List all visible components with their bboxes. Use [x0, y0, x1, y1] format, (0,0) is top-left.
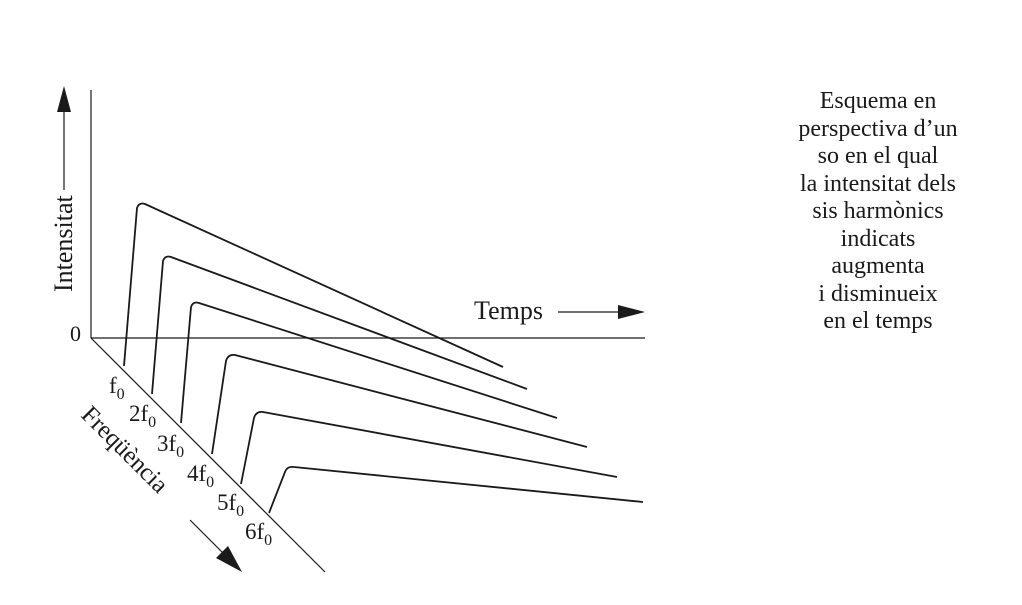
intensity-arrowhead [57, 86, 71, 112]
harmonic-curves [123, 202, 644, 514]
caption-line: perspectiva d’un [798, 115, 958, 142]
caption-line: indicats [840, 225, 916, 252]
harmonic-label: 5f0 [217, 490, 244, 520]
caption-line: en el temps [823, 308, 933, 334]
frequency-arrow-shaft [189, 519, 227, 557]
harmonic-label: 6f0 [245, 519, 272, 549]
harmonic-curve-3f0 [180, 301, 558, 424]
diagram-caption: Esquema en perspectiva d’un so en el qua… [760, 88, 996, 336]
intensity-label: Intensitat [49, 194, 78, 292]
harmonics-diagram: Intensitat 0 Temps Freqüència f0 2f0 3f0… [49, 86, 645, 573]
harmonic-curve-4f0 [211, 353, 588, 455]
caption-line: augmenta [831, 253, 925, 279]
origin-label: 0 [70, 321, 81, 346]
harmonic-label: 3f0 [157, 431, 184, 461]
caption-line: Esquema en [819, 88, 937, 114]
time-arrowhead [618, 305, 645, 319]
harmonic-curve-6f0 [268, 465, 644, 514]
frequency-axis [90, 337, 326, 573]
harmonic-label: f0 [109, 373, 125, 403]
time-label: Temps [474, 296, 543, 325]
harmonic-curve-2f0 [151, 255, 528, 395]
caption-line: i disminueix [818, 280, 938, 307]
frequency-arrowhead [216, 546, 242, 572]
harmonic-label: 2f0 [129, 401, 156, 431]
harmonic-curve-f0 [123, 202, 504, 368]
caption-line: so en el qual [817, 143, 939, 169]
caption-line: la intensitat dels [800, 170, 956, 197]
harmonic-label: 4f0 [187, 461, 214, 491]
harmonic-curve-5f0 [240, 410, 618, 485]
caption-line: sis harmònics [812, 198, 944, 224]
